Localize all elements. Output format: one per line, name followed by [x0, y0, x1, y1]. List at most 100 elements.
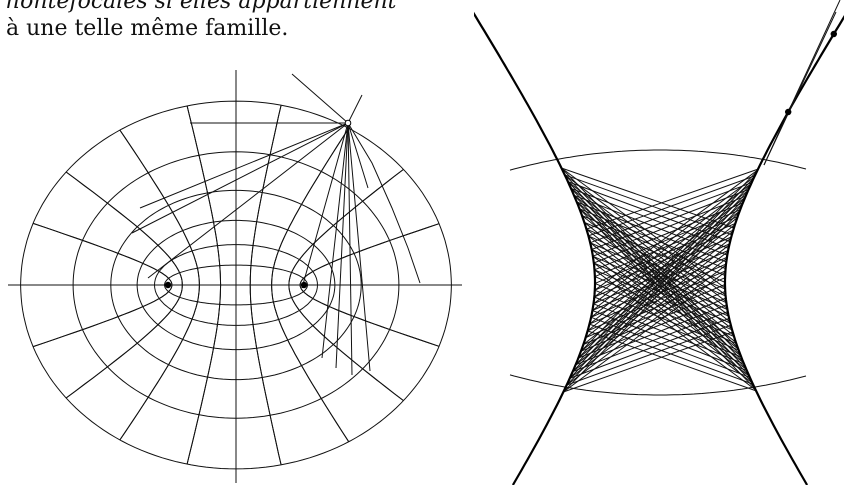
mesh-line [573, 194, 750, 376]
mesh-line [589, 263, 727, 325]
text-line-partial: hontefocales si elles appartiennent [6, 0, 397, 14]
mesh-line [569, 317, 730, 379]
mesh-line [590, 182, 752, 244]
tangent-lines [131, 73, 421, 376]
confocal-hyperbolas [32, 105, 440, 465]
mesh-line [592, 250, 729, 311]
confocal-ellipses [20, 100, 452, 470]
mesh-line [561, 167, 726, 289]
mesh-line [585, 277, 726, 339]
mesh-line [561, 167, 739, 349]
mesh-line [586, 228, 726, 290]
tangent-line [347, 122, 353, 376]
mesh-line [580, 170, 758, 352]
ellipse [164, 264, 308, 306]
tangent-line [347, 122, 369, 189]
tangent-line [335, 122, 349, 369]
mesh-line [576, 201, 727, 263]
hyperbola-branch [249, 105, 282, 465]
tangent-line [763, 111, 789, 166]
mesh-line [580, 290, 726, 352]
tangent-line [301, 122, 349, 289]
tangent-line [291, 73, 349, 124]
mesh-line [584, 221, 726, 283]
mesh-line [593, 243, 730, 305]
points [164, 119, 352, 289]
mesh-line [594, 229, 734, 291]
mesh-line [563, 331, 733, 393]
ellipse [153, 244, 318, 326]
mesh-line [577, 177, 755, 359]
tangent-line [139, 122, 349, 209]
hyperbola-right-branch [723, 15, 844, 485]
mesh-line [591, 189, 749, 250]
mesh-line [579, 208, 733, 330]
ellipse [110, 189, 362, 381]
mesh-line [593, 303, 745, 365]
hyperbola-branch [186, 105, 222, 465]
mesh-line [594, 222, 736, 284]
mesh-line [580, 230, 734, 352]
tangent-curve [347, 122, 421, 284]
hyperbola-branch [288, 169, 404, 401]
tangent-line [147, 122, 349, 279]
mesh-line [594, 296, 742, 358]
tangent-line [347, 122, 371, 372]
boundary-arc [509, 149, 807, 171]
mesh-line [572, 251, 729, 372]
hyperbola-left-branch [474, 11, 597, 485]
focus-point [300, 281, 308, 289]
line-mesh [561, 167, 759, 393]
mesh-line [588, 175, 755, 237]
hyperbola-branch [65, 171, 183, 399]
mesh-line [563, 271, 726, 393]
envelope-curves [474, 11, 844, 485]
mesh-line [570, 188, 747, 369]
mesh-line [579, 208, 726, 270]
coordinate-axes [8, 70, 462, 483]
tangent-line [321, 122, 349, 359]
mesh-line [575, 184, 751, 366]
mesh-line [594, 282, 737, 344]
confocal-conics-figure [8, 70, 462, 483]
mesh-line [588, 235, 726, 297]
hyperbola-branch [271, 128, 350, 442]
tangent-line [347, 94, 363, 124]
point [830, 30, 837, 38]
boundary-arcs [509, 149, 807, 396]
mesh-line [569, 198, 746, 379]
mesh-line [575, 304, 727, 366]
ellipse [136, 219, 336, 351]
mesh-line [572, 191, 748, 372]
mesh-line [572, 311, 728, 373]
tangent-line [787, 0, 841, 113]
mesh-line [563, 211, 740, 393]
hyperbola-branch [299, 223, 440, 347]
mesh-line [566, 204, 743, 386]
point [785, 108, 792, 116]
mesh-line [590, 256, 728, 318]
text-line: à une telle même famille. [6, 16, 289, 41]
ellipse [72, 151, 400, 419]
mesh-line [575, 244, 730, 366]
mesh-line [593, 202, 743, 264]
mesh-line [592, 195, 746, 257]
mesh-line [573, 194, 729, 316]
hyperbola-branch [119, 129, 200, 441]
mesh-line [573, 194, 728, 256]
focus-point [164, 281, 172, 289]
tangent-line [131, 122, 349, 234]
mesh-line [586, 168, 759, 230]
boundary-arc [509, 374, 807, 396]
mesh-line [587, 330, 757, 392]
mesh-line [594, 269, 733, 331]
envelope-figure [474, 0, 844, 485]
hyperbola-branch [32, 222, 173, 348]
external-point [344, 119, 352, 127]
mesh-line [583, 224, 736, 345]
mesh-line [566, 324, 731, 386]
mesh-line [583, 284, 726, 345]
tangent-construction [763, 0, 841, 166]
mesh-line [594, 289, 739, 351]
mesh-line [593, 262, 731, 324]
